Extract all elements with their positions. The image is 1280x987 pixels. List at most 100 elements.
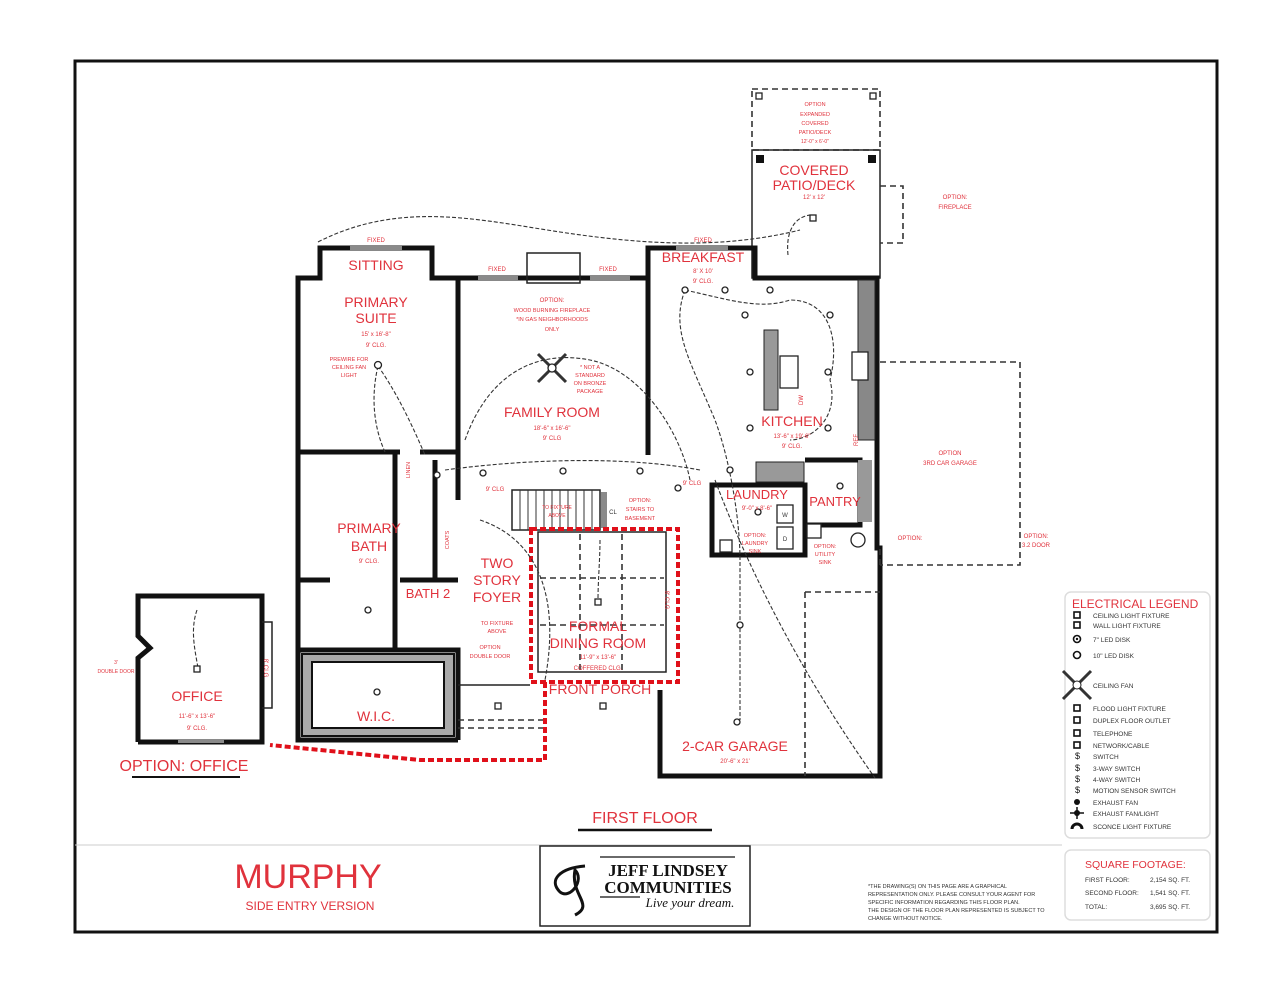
plan-title: MURPHY [234, 858, 381, 896]
room-labels: SITTING PRIMARY SUITE 15' x 16'-8" 9' CL… [98, 102, 1051, 913]
note: * NOT A [580, 365, 600, 371]
wall-light-fixture-icon [1073, 621, 1081, 629]
note: OPTION: [898, 536, 923, 542]
svg-text:$: $ [1075, 751, 1080, 761]
logo-line2: COMMUNITIES [604, 878, 732, 897]
note: LIGHT [341, 373, 358, 379]
svg-text:$: $ [1075, 774, 1080, 784]
flood-light-icon [1073, 704, 1081, 712]
note: FIREPLACE [938, 205, 971, 211]
dims: 15' x 16'-8" [361, 332, 390, 338]
note: SINK [749, 549, 762, 555]
floor-label: FIRST FLOOR [592, 810, 698, 827]
washer-label: W [782, 513, 788, 519]
note: SINK [819, 560, 832, 566]
note: PREWIRE FOR [330, 357, 369, 363]
note: WOOD BURNING FIREPLACE [514, 308, 591, 314]
square-footage: SQUARE FOOTAGE: FIRST FLOOR: 2,154 SQ. F… [1064, 849, 1211, 921]
note: ON BRONZE [574, 381, 607, 387]
fixed-window: FIXED [488, 267, 506, 273]
dims: 12' x 12' [803, 195, 825, 201]
sqft-value: 1,541 SQ. FT. [1150, 890, 1190, 897]
disclaimer: *THE DRAWING(S) ON THIS PAGE ARE A GRAPH… [868, 884, 1045, 922]
note: TO FIXTURE [481, 621, 514, 627]
plan-subtitle: SIDE ENTRY VERSION [246, 899, 375, 913]
room-foyer-3: FOYER [473, 589, 521, 605]
dims: 13'-6" x 19'-6" [774, 434, 811, 440]
legend-item-label: EXHAUST FAN/LIGHT [1093, 811, 1159, 818]
note: UTILITY [815, 552, 836, 558]
dims: 20'-6" x 21' [720, 759, 749, 765]
room-covered-patio-2: PATIO/DECK [773, 177, 856, 193]
legend-item-label: MOTION SENSOR SWITCH [1093, 788, 1176, 795]
note: DOUBLE DOOR [98, 669, 135, 675]
note: STANDARD [575, 373, 605, 379]
ceiling-fan-icon [1061, 669, 1093, 701]
ceiling: 8' CLG [663, 591, 669, 610]
electrical-legend: ELECTRICAL LEGEND CEILING LIGHT FIXTUREW… [1061, 591, 1211, 839]
disclaimer-line: SPECIFIC INFORMATION REGARDING THIS FLOO… [868, 900, 1020, 906]
legend-item-label: SCONCE LIGHT FIXTURE [1093, 824, 1172, 831]
note: OPTION [804, 102, 825, 108]
room-front-porch: FRONT PORCH [549, 681, 651, 697]
legend-item-label: 4-WAY SWITCH [1093, 777, 1140, 784]
room-formal-dining: FORMAL [569, 618, 628, 634]
sqft-title: SQUARE FOOTAGE: [1085, 859, 1186, 871]
room-breakfast: BREAKFAST [662, 249, 745, 265]
logo-mark-icon [553, 864, 586, 917]
note: OPTION: [744, 533, 767, 539]
note: LAUNDRY [742, 541, 769, 547]
svg-text:$: $ [1075, 785, 1080, 795]
legend-item-label: CEILING LIGHT FIXTURE [1093, 613, 1170, 620]
fixed-window: FIXED [599, 267, 617, 273]
ceiling: 9' CLG. [359, 559, 379, 565]
coats-label: COATS [445, 530, 451, 549]
room-laundry: LAUNDRY [726, 487, 788, 502]
disclaimer-line: *THE DRAWING(S) ON THIS PAGE ARE A GRAPH… [868, 884, 1007, 890]
logo-line1: JEFF LINDSEY [608, 861, 728, 880]
note: TO FIXTURE [542, 505, 572, 511]
sheet-border [73, 59, 1219, 934]
note: BASEMENT [625, 516, 656, 522]
sqft-value: 2,154 SQ. FT. [1150, 877, 1190, 884]
ceiling-light-icon [594, 598, 602, 606]
ceiling: 9' CLG [486, 487, 505, 493]
dining-option-outline [529, 527, 680, 684]
network-cable-icon [1073, 741, 1081, 749]
room-office: OFFICE [171, 688, 222, 704]
ceiling: 9' CLG. [366, 343, 386, 349]
closet-label: CL [609, 510, 617, 516]
sqft-label: TOTAL: [1085, 904, 1107, 911]
legend-item-label: EXHAUST FAN [1093, 800, 1138, 807]
ceiling: 9' CLG. [693, 279, 713, 285]
room-family-room: FAMILY ROOM [504, 404, 600, 420]
exhaust-fan-icon [1074, 799, 1080, 805]
switch-3way-icon: $ [1075, 763, 1080, 773]
note: OPTION: [1024, 534, 1049, 540]
note: PATIO/DECK [799, 130, 832, 136]
staircase [511, 489, 607, 531]
ceiling: COFFERED CLG. [574, 666, 623, 672]
note: 12'-0" x 6'-0" [801, 139, 829, 145]
dims: 18'-6" x 16'-6" [534, 426, 571, 432]
sqft-label: SECOND FLOOR: [1085, 890, 1139, 897]
room-primary-suite: PRIMARY [344, 294, 408, 310]
note: OPTION: [629, 498, 652, 504]
note: ONLY [545, 327, 560, 333]
walls [135, 88, 1021, 779]
ceiling: 9' CLG. [187, 726, 207, 732]
ceiling-light-fixture-icon [1073, 611, 1081, 619]
room-pantry: PANTRY [809, 494, 861, 509]
dims: 11'-6" x 13'-6" [179, 714, 215, 720]
wiring [192, 214, 876, 779]
note: DOUBLE DOOR [470, 654, 511, 660]
room-foyer-2: STORY [473, 572, 521, 588]
switch-4way-icon: $ [1075, 774, 1080, 784]
led-disk-icon [373, 360, 383, 370]
room-formal-dining-2: DINING ROOM [550, 635, 646, 651]
legend-item-label: WALL LIGHT FIXTURE [1093, 623, 1161, 630]
fixed-window: FIXED [367, 238, 385, 244]
note: STAIRS TO [626, 507, 655, 513]
room-primary-suite-2: SUITE [355, 310, 396, 326]
